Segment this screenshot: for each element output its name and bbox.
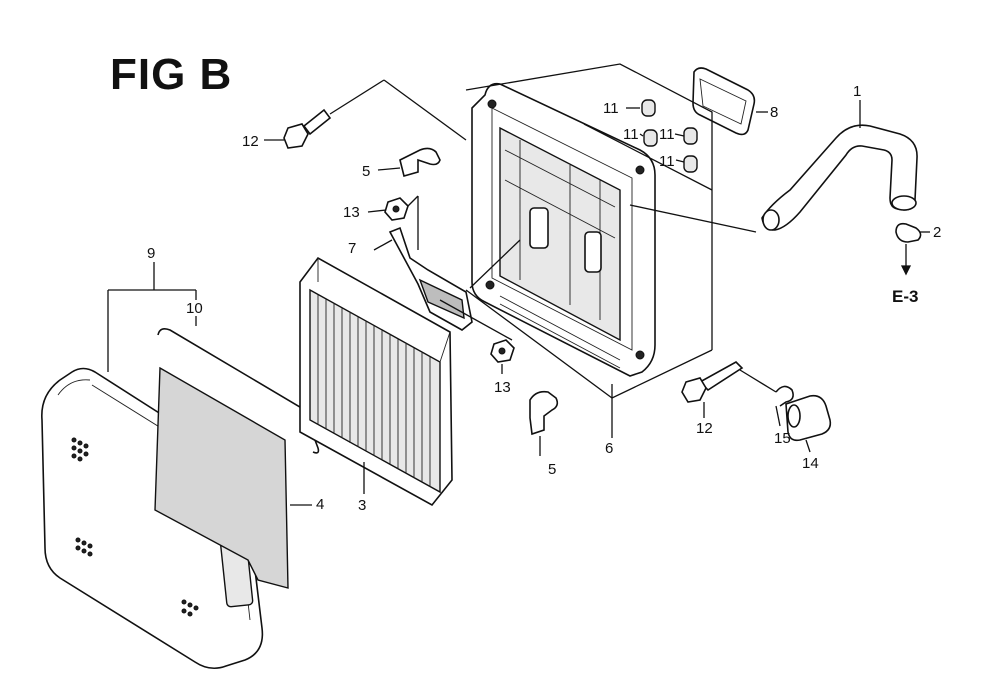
case-gasket[interactable] [692, 67, 756, 136]
callout-12-lower: 12 [696, 420, 713, 437]
callout-10: 10 [186, 300, 203, 317]
reference-label: E-3 [892, 287, 918, 306]
clip[interactable] [895, 222, 922, 243]
clamp-lower[interactable] [529, 390, 559, 436]
callout-8: 8 [770, 104, 778, 121]
paper-filter-element[interactable] [299, 256, 453, 507]
callout-2: 2 [933, 224, 941, 241]
callout-12-upper: 12 [242, 133, 259, 150]
callout-5-upper: 5 [362, 163, 370, 180]
drain-caps[interactable] [641, 99, 698, 173]
callout-3: 3 [358, 497, 366, 514]
bracket[interactable] [388, 226, 473, 331]
figure-title: FIG B [110, 50, 233, 99]
bolt-upper[interactable] [283, 108, 332, 149]
callout-11-d: 11 [659, 153, 675, 170]
callout-9: 9 [147, 245, 155, 262]
foam-prefilter[interactable] [154, 366, 289, 589]
callout-5-lower: 5 [548, 461, 556, 478]
callout-7: 7 [348, 240, 356, 257]
callout-6: 6 [605, 440, 613, 457]
callout-4: 4 [316, 496, 324, 513]
callout-13-lower: 13 [494, 379, 511, 396]
callout-13-upper: 13 [343, 204, 360, 221]
air-cleaner-case[interactable] [471, 82, 656, 377]
clamp-upper[interactable] [399, 147, 441, 177]
callout-1: 1 [853, 83, 861, 100]
tube-clip[interactable] [775, 385, 794, 407]
callout-11-a: 11 [603, 100, 619, 117]
breather-tube[interactable] [761, 124, 918, 231]
callout-15: 15 [774, 430, 791, 447]
callout-11-c: 11 [659, 126, 675, 143]
callout-14: 14 [802, 455, 819, 472]
bolt-lower[interactable] [681, 361, 744, 403]
callout-11-b: 11 [623, 126, 639, 143]
